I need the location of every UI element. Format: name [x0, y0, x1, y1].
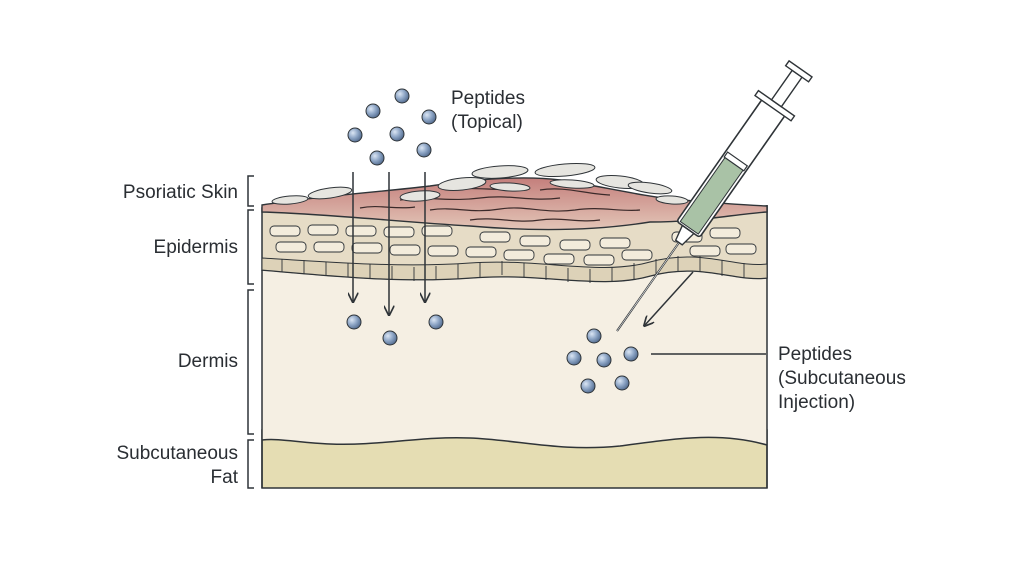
- topical-penetration-arrows: [353, 172, 425, 314]
- topical-peptides-dermis: [346, 314, 444, 346]
- label-psoriatic-skin: Psoriatic Skin: [123, 182, 238, 203]
- dermis-layer: [262, 270, 767, 448]
- label-peptides-topical-line1: Peptides: [451, 88, 525, 109]
- fat-boundary-line: [261, 436, 768, 449]
- injected-peptides: [566, 328, 639, 394]
- layer-brackets: [247, 175, 254, 489]
- label-peptides-injection-line2: (Subcutaneous: [778, 368, 906, 389]
- epidermal-cells: [269, 224, 757, 266]
- label-peptides-injection-line3: Injection): [778, 392, 855, 413]
- syringe: [616, 59, 813, 332]
- basal-cell-dividers: [281, 256, 745, 283]
- label-subcutaneous-fat-line2: Fat: [211, 467, 239, 488]
- topical-peptides-above: [347, 88, 437, 166]
- label-epidermis: Epidermis: [154, 237, 238, 258]
- label-subcutaneous-fat-line1: Subcutaneous: [117, 443, 239, 464]
- label-peptides-topical-line2: (Topical): [451, 112, 523, 133]
- skin-scales: [271, 162, 689, 205]
- label-peptides-injection-line1: Peptides: [778, 344, 852, 365]
- label-dermis: Dermis: [178, 351, 238, 372]
